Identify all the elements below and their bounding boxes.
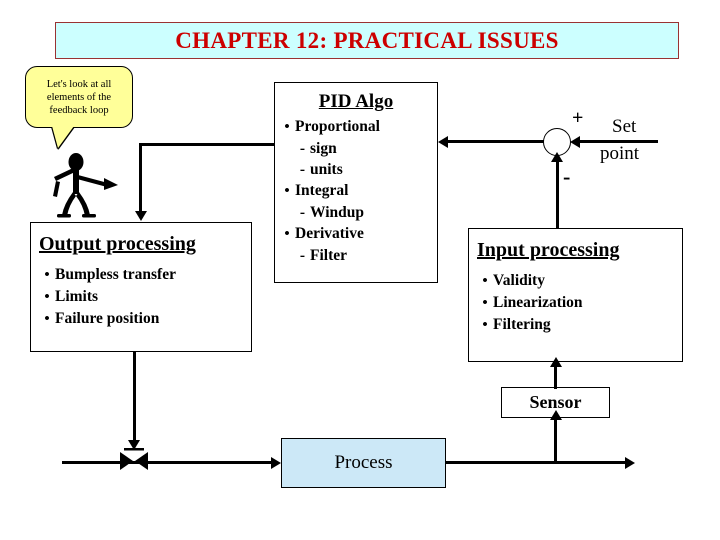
sensor-label: Sensor <box>529 392 582 412</box>
sensor-to-input-line <box>554 365 557 389</box>
input-item-label: Validity <box>493 272 545 289</box>
pid-item-label: sign <box>310 140 337 157</box>
input-processing-box: Input processing • Validity • Linearizat… <box>468 228 683 362</box>
bullet-icon: • <box>284 226 290 242</box>
speech-bubble-line-1: Let's look at all <box>46 78 112 90</box>
pid-item-label: Proportional <box>295 118 380 135</box>
minus-sign: - <box>563 164 571 189</box>
bullet-icon: • <box>482 317 488 333</box>
process-output-arrowhead <box>625 456 635 469</box>
error-signal-line <box>448 140 544 143</box>
output-to-valve-arrowhead <box>128 440 140 450</box>
output-item-limits: • Limits <box>39 286 243 308</box>
feedback-arrowhead <box>551 152 563 162</box>
pid-item-integral: • Integral <box>279 180 433 202</box>
error-signal-arrowhead <box>438 135 448 148</box>
pid-item-label: Derivative <box>295 225 364 242</box>
input-item-label: Linearization <box>493 294 583 311</box>
dash-icon: - <box>299 140 305 157</box>
bullet-icon: • <box>44 289 50 305</box>
valve-to-process-arrowhead <box>271 456 281 469</box>
pid-item-derivative: • Derivative <box>279 223 433 245</box>
feedback-vertical-line <box>555 162 559 228</box>
bullet-icon: • <box>284 183 290 199</box>
input-processing-heading: Input processing <box>477 239 620 261</box>
pid-item-units: - units <box>279 159 433 180</box>
bullet-icon: • <box>482 295 488 311</box>
input-item-linearization: • Linearization <box>477 292 674 314</box>
speech-bubble: Let's look at all elements of the feedba… <box>25 66 133 128</box>
dash-icon: - <box>299 161 305 178</box>
pid-item-filter: - Filter <box>279 245 433 266</box>
setpoint-label-line2: point <box>600 143 640 164</box>
stick-figure-pointing-icon <box>53 153 118 218</box>
pid-to-output-horizontal-line <box>139 143 275 146</box>
pid-item-label: Integral <box>295 182 349 199</box>
pid-algo-heading: PID Algo <box>318 91 394 112</box>
speech-bubble-line-3: feedback loop <box>49 104 109 116</box>
output-processing-heading: Output processing <box>39 233 196 255</box>
sensor-to-input-arrowhead <box>549 357 562 367</box>
speech-bubble-line-2: elements of the <box>46 91 112 103</box>
setpoint-arrowhead <box>570 135 580 148</box>
bullet-icon: • <box>482 273 488 289</box>
process-label: Process <box>334 452 393 473</box>
output-item-failure-position: • Failure position <box>39 308 243 330</box>
slide-title-box: CHAPTER 12: PRACTICAL ISSUES <box>55 22 679 59</box>
plus-sign: + <box>572 107 584 129</box>
pid-to-output-arrowhead <box>134 211 147 221</box>
output-item-bumpless-transfer: • Bumpless transfer <box>39 264 243 286</box>
pid-item-windup: - Windup <box>279 202 433 223</box>
output-item-label: Limits <box>55 288 99 305</box>
speech-bubble-tail <box>52 126 74 148</box>
input-item-validity: • Validity <box>477 270 674 292</box>
setpoint-arrow-line <box>578 140 658 143</box>
process-to-sensor-arrowhead <box>549 410 562 420</box>
input-item-filtering: • Filtering <box>477 314 674 336</box>
bullet-icon: • <box>44 311 50 327</box>
bullet-icon: • <box>284 119 290 135</box>
pid-item-label: Windup <box>310 204 365 221</box>
process-box: Process <box>281 438 446 488</box>
pid-item-label: units <box>310 161 343 178</box>
bullet-icon: • <box>44 267 50 283</box>
process-output-line <box>446 461 626 464</box>
pid-item-label: Filter <box>310 247 348 264</box>
input-item-label: Filtering <box>493 316 551 333</box>
pid-to-output-vertical-line <box>139 143 142 211</box>
setpoint-label-line1: Set <box>612 116 637 137</box>
dash-icon: - <box>299 247 305 264</box>
output-processing-box: Output processing • Bumpless transfer • … <box>30 222 252 352</box>
output-item-label: Failure position <box>55 310 160 327</box>
process-to-sensor-line <box>554 420 557 462</box>
pid-item-sign: - sign <box>279 138 433 159</box>
page-title: CHAPTER 12: PRACTICAL ISSUES <box>175 27 559 53</box>
pid-item-proportional: • Proportional <box>279 116 433 138</box>
output-item-label: Bumpless transfer <box>55 266 176 283</box>
output-to-valve-line <box>132 352 136 442</box>
pid-algo-box: PID Algo • Proportional - sign - units •… <box>274 82 438 283</box>
dash-icon: - <box>299 204 305 221</box>
valve-to-process-line <box>62 461 272 464</box>
